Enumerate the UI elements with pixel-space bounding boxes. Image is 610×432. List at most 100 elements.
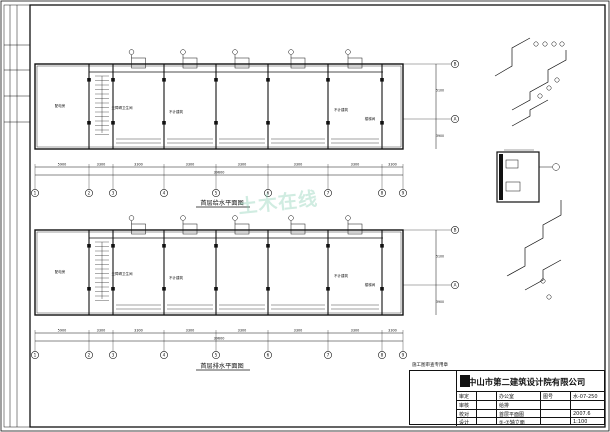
- tb-project: 办公室: [499, 394, 515, 400]
- room-label: 不计建筑: [169, 109, 183, 114]
- column: [111, 287, 115, 291]
- axis-label: 5: [215, 353, 218, 358]
- axis-label: 4: [163, 353, 166, 358]
- toilet-fixture: [505, 181, 521, 192]
- side-dimension: 5100: [436, 255, 444, 259]
- column: [266, 78, 270, 82]
- tb-row-4-key: 设计: [459, 420, 470, 426]
- row-axis-label: A: [454, 117, 457, 122]
- column: [214, 78, 218, 82]
- axis-bubble: [264, 189, 272, 197]
- bay-dimension: 3300: [388, 329, 397, 333]
- row-axis-label: A: [454, 283, 457, 288]
- column: [87, 244, 91, 248]
- toilet-detail-wall: [499, 154, 503, 200]
- axis-label: 6: [267, 353, 270, 358]
- row-axis-label: B: [454, 228, 457, 233]
- row-axis-bubble: [451, 60, 459, 68]
- riser-marker: [232, 215, 238, 221]
- tb-row-3-key: 校对: [459, 412, 470, 418]
- column: [111, 78, 115, 82]
- room-label: 配电房: [55, 103, 66, 108]
- room-label: 不计建筑: [334, 107, 348, 112]
- axis-bubble: [85, 351, 93, 359]
- room-label: 楼梯间: [365, 116, 376, 121]
- axis-label: 9: [402, 191, 405, 196]
- axis-label: 8: [381, 191, 384, 196]
- sink-fixture: [182, 57, 198, 69]
- bay-dimension: 3300: [351, 163, 360, 167]
- pipe-run: [511, 50, 567, 111]
- axis-bubble: [85, 189, 93, 197]
- riser-marker: [180, 215, 186, 221]
- sink-fixture: [347, 57, 363, 69]
- room-label: 无障碍卫生间: [112, 271, 133, 276]
- sink-fixture: [347, 223, 363, 235]
- column: [266, 244, 270, 248]
- bay-dimension: 3300: [97, 329, 106, 333]
- axis-bubble: [160, 351, 168, 359]
- axis-bubble: [399, 189, 407, 197]
- axis-label: 3: [112, 191, 115, 196]
- axis-label: 1: [34, 353, 37, 358]
- axis-label: 7: [327, 353, 330, 358]
- riser-marker: [128, 215, 135, 221]
- toilet-detail-wall: [496, 151, 540, 203]
- bay-dimension: 3300: [186, 163, 195, 167]
- sink-fixture: [131, 223, 146, 235]
- valve-symbol: [537, 93, 543, 99]
- column: [266, 121, 270, 125]
- valve-symbol: [551, 41, 557, 47]
- riser-marker: [288, 215, 294, 221]
- valve-symbol: [546, 85, 552, 91]
- binding-strip: [3, 4, 31, 428]
- bay-dimension: 3300: [351, 329, 360, 333]
- tb-date: 2007.6: [573, 411, 591, 417]
- riser-marker: [345, 49, 351, 55]
- bay-dimension: 3300: [134, 163, 143, 167]
- axis-bubble: [212, 351, 220, 359]
- column: [380, 287, 384, 291]
- axis-bubble: [109, 189, 117, 197]
- room-label: 不计建筑: [334, 273, 348, 278]
- column: [214, 121, 218, 125]
- sink-fixture: [131, 57, 146, 69]
- title-block: 施工图审查专用章 中山市第二建筑设计院有限公司 审定 审核 校对 设计 办公室 …: [409, 363, 605, 426]
- riser-marker: [232, 49, 238, 55]
- total-dimension: 39600: [214, 171, 225, 175]
- pipe-run: [511, 99, 549, 127]
- column: [162, 121, 166, 125]
- column: [87, 121, 91, 125]
- exterior-wall: [34, 229, 404, 316]
- axis-label: 1: [34, 191, 37, 196]
- axis-bubble: [109, 351, 117, 359]
- axis-bubble: [324, 189, 332, 197]
- row-axis-label: B: [454, 62, 457, 67]
- valve-symbol: [559, 41, 565, 47]
- riser-marker: [128, 49, 135, 55]
- bay-dimension: 3300: [388, 163, 397, 167]
- room-label: 配电房: [55, 269, 66, 274]
- isometric-diagrams: [494, 37, 567, 300]
- column: [380, 121, 384, 125]
- column: [326, 121, 330, 125]
- axis-label: 4: [163, 191, 166, 196]
- tb-drawing-subtitle: ⑤-⑦轴立面: [499, 420, 525, 426]
- side-dimension: 5100: [436, 89, 444, 93]
- axis-label: 2: [88, 191, 91, 196]
- axis-label: 9: [402, 353, 405, 358]
- bay-dimension: 3300: [294, 163, 303, 167]
- column: [326, 78, 330, 82]
- valve-symbol: [554, 77, 560, 83]
- valve-symbol: [542, 41, 548, 47]
- sink-fixture: [234, 57, 250, 69]
- row-axis-bubble: [451, 115, 459, 123]
- column: [380, 244, 384, 248]
- column: [266, 287, 270, 291]
- tb-drawing-title: 首层平面图: [499, 412, 525, 418]
- riser-marker: [288, 49, 294, 55]
- column: [214, 244, 218, 248]
- bay-dimension: 3300: [97, 163, 106, 167]
- axis-bubble: [324, 351, 332, 359]
